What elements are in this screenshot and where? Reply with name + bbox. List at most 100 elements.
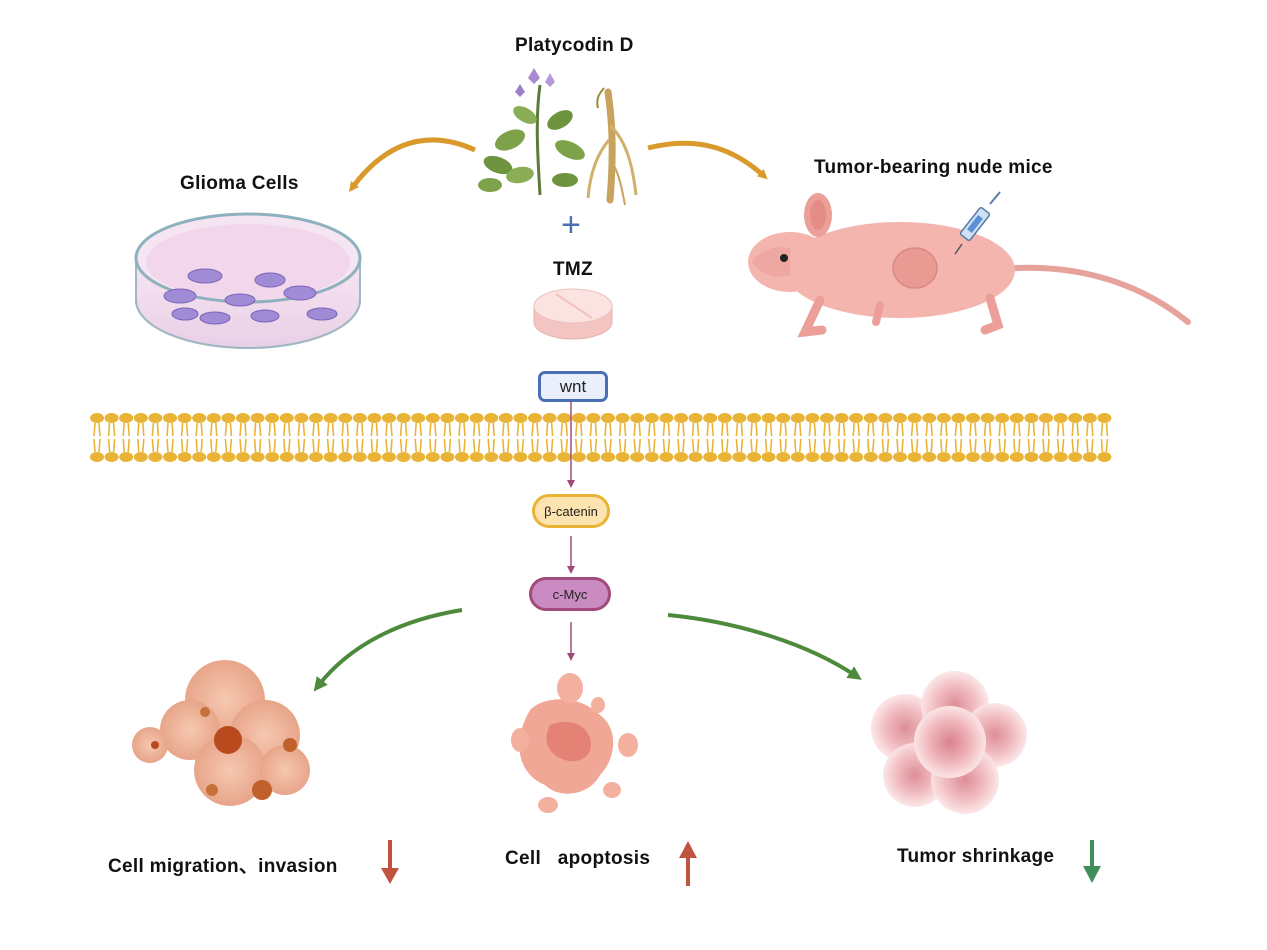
lipid-head	[878, 452, 893, 462]
lipid-head	[119, 413, 134, 423]
lipid-head	[805, 452, 820, 462]
lipid-head	[104, 413, 119, 423]
wnt-node: wnt	[538, 371, 608, 402]
lipid-head	[717, 452, 732, 462]
cell-membrane-bilayer	[90, 413, 1112, 462]
lipid-head	[790, 413, 805, 423]
lipid-tail	[166, 438, 174, 453]
lipid-tail	[385, 438, 393, 453]
lipid-tail	[224, 422, 233, 437]
platycodon-plant-icon	[478, 68, 585, 196]
lipid-head	[133, 452, 148, 462]
lipid-tail	[735, 438, 744, 453]
arrow-to-mice	[647, 140, 768, 180]
lipid-head	[936, 452, 951, 462]
lipid-head	[163, 452, 177, 462]
lipid-tail	[1100, 438, 1109, 453]
lipid-head	[630, 413, 645, 423]
lipid-tail	[107, 422, 116, 437]
lipid-head	[119, 452, 134, 462]
lipid-tail	[706, 422, 714, 437]
lipid-tail	[253, 422, 262, 437]
lipid-head	[250, 413, 265, 423]
lipid-head	[455, 413, 469, 423]
lipid-tail	[852, 438, 860, 453]
lipid-head	[425, 452, 440, 462]
lipid-tail	[575, 422, 583, 437]
lipid-head	[747, 413, 761, 423]
apoptosis-up-arrow-icon	[679, 841, 697, 886]
lipid-tail	[312, 422, 320, 437]
lipid-tail	[589, 422, 598, 437]
lipid-tail	[429, 438, 437, 453]
lipid-head	[1053, 452, 1068, 462]
lipid-tail	[502, 422, 510, 437]
lipid-tail	[648, 422, 656, 437]
lipid-head	[1024, 452, 1039, 462]
lipid-head	[484, 413, 499, 423]
lipid-tail	[516, 422, 525, 437]
lipid-tail	[954, 438, 963, 453]
lipid-head	[367, 413, 382, 423]
lipid-head	[279, 452, 294, 462]
lipid-head	[776, 413, 791, 423]
tmz-label: TMZ	[553, 259, 593, 280]
lipid-head	[980, 452, 995, 462]
lipid-head	[440, 413, 455, 423]
lipid-tail	[604, 422, 612, 437]
lipid-head	[163, 413, 177, 423]
beta-catenin-node: β-catenin	[532, 494, 610, 528]
lipid-head	[484, 452, 499, 462]
petri-dish-icon	[134, 212, 362, 349]
lipid-tail	[589, 438, 598, 453]
lipid-head	[820, 452, 834, 462]
lipid-tail	[983, 422, 992, 437]
lipid-head	[557, 452, 572, 462]
lipid-head	[396, 413, 411, 423]
lipid-head	[148, 413, 163, 423]
lipid-tail	[896, 422, 904, 437]
lipid-tail	[910, 422, 919, 437]
lipid-tail	[677, 422, 685, 437]
lipid-tail	[721, 438, 729, 453]
lipid-head	[1068, 452, 1083, 462]
lipid-head	[980, 413, 995, 423]
lipid-tail	[633, 438, 641, 453]
lipid-head	[571, 452, 586, 462]
lipid-head	[455, 452, 469, 462]
cell-apoptosis-label: Cell apoptosis	[505, 848, 651, 869]
lipid-tail	[122, 422, 130, 437]
lipid-tail	[925, 438, 933, 453]
lipid-head	[236, 452, 250, 462]
lipid-head	[309, 452, 323, 462]
lipid-tail	[137, 438, 145, 453]
lipid-tail	[618, 438, 627, 453]
lipid-tail	[998, 438, 1006, 453]
lipid-tail	[750, 438, 758, 453]
lipid-tail	[1086, 422, 1094, 437]
lipid-tail	[662, 438, 671, 453]
apoptotic-cell-icon	[511, 673, 638, 813]
lipid-tail	[545, 422, 554, 437]
lipid-head	[294, 413, 309, 423]
lipid-head	[571, 413, 586, 423]
lipid-head	[90, 413, 104, 423]
lipid-tail	[297, 438, 306, 453]
lipid-tail	[487, 422, 495, 437]
lipid-head	[688, 452, 703, 462]
lipid-head	[323, 413, 338, 423]
lipid-head	[265, 413, 280, 423]
lipid-head	[936, 413, 951, 423]
lipid-head	[192, 452, 207, 462]
lipid-head	[1009, 413, 1024, 423]
shrinkage-down-arrow-icon	[1083, 840, 1101, 883]
lipid-head	[1097, 413, 1112, 423]
lipid-tail	[224, 438, 233, 453]
lipid-head	[469, 413, 484, 423]
lipid-tail	[93, 422, 101, 437]
lipid-head	[849, 452, 864, 462]
lipid-tail	[531, 438, 539, 453]
lipid-tail	[1027, 422, 1036, 437]
c-myc-node: c-Myc	[529, 577, 611, 611]
lipid-tail	[137, 422, 145, 437]
